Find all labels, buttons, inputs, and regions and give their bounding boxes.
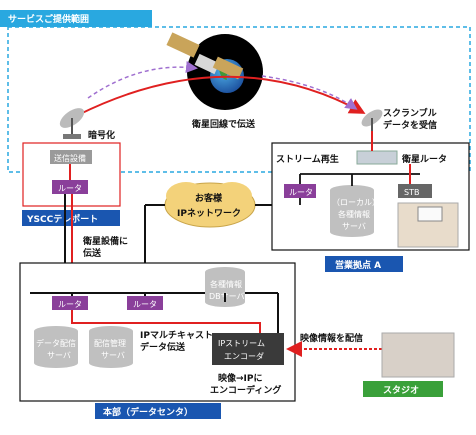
service-area-boundary <box>7 26 471 173</box>
encrypt-label: 暗号化 <box>88 129 115 141</box>
service-area-title: サービスご提供範囲 <box>8 13 89 25</box>
local-server-line3: サーバ <box>342 222 366 231</box>
encoder-box <box>212 333 284 365</box>
teleport-router <box>52 180 88 194</box>
studio-label-bg <box>363 381 443 397</box>
link-label-line2: 伝送 <box>83 247 102 259</box>
encode-note-line1: 映像→IPに <box>218 372 263 384</box>
multicast-line1: IPマルチキャスト <box>140 330 213 341</box>
mgmt-line2: サーバ <box>101 351 125 360</box>
hq-router-left-label: ルータ <box>58 300 82 309</box>
teleport-router-label: ルータ <box>58 184 82 193</box>
transmit-equipment <box>50 150 92 164</box>
encoder-line1: IPストリーム <box>218 339 265 348</box>
sat-router-label: 衛星ルータ <box>401 153 447 165</box>
hq-red-multicast <box>71 310 261 333</box>
office-router <box>284 184 316 198</box>
studio-label: スタジオ <box>383 384 419 396</box>
local-server-icon <box>330 185 374 237</box>
satellite-dash-left <box>87 61 198 99</box>
satellite-red-uplink <box>77 75 366 116</box>
office-label: 営業拠点 A <box>335 259 381 271</box>
multicast-line2: データ伝送 <box>140 341 186 353</box>
mgmt-line1: 配信管理 <box>94 338 126 348</box>
office-dish-icon <box>361 109 383 131</box>
delivery-line2: サーバ <box>47 351 71 360</box>
studio-photo <box>381 332 455 378</box>
hq-router-right <box>127 296 163 310</box>
info-db-line2: DBサーバ <box>209 292 245 301</box>
local-server-line1: （ローカル） <box>332 198 380 207</box>
service-area-title-bg <box>0 10 152 27</box>
stb-label: STB <box>404 188 419 197</box>
transmit-label: 送信設備 <box>54 153 86 163</box>
mgmt-server-icon <box>89 326 133 368</box>
local-server-line2: 各種情報 <box>338 209 370 219</box>
teleport-label: YSCCテレポート <box>26 213 98 225</box>
studio-send-label: 映像情報を配信 <box>300 332 363 344</box>
hq-label: 本部（データセンタ） <box>103 406 193 418</box>
encode-note-line2: エンコーディング <box>210 384 281 396</box>
stb-device <box>398 184 432 198</box>
stream-player-label: ストリーム再生 <box>276 153 339 165</box>
office-screen <box>417 206 443 222</box>
link-label-line1: 衛星設備に <box>82 235 128 247</box>
office-router-label: ルータ <box>289 188 313 197</box>
info-db-server-icon <box>205 267 245 307</box>
office-label-bg <box>325 256 403 272</box>
hq-label-bg <box>95 403 221 419</box>
sat-router-device <box>356 150 398 165</box>
scramble-line1: スクランブル <box>383 107 437 119</box>
teleport-dish-icon <box>59 108 85 139</box>
cloud-line2: IPネットワーク <box>177 208 241 219</box>
hq-router-right-label: ルータ <box>133 300 157 309</box>
cloud-line1: お客様 <box>195 192 223 204</box>
scramble-line2: データを受信 <box>383 119 437 131</box>
satellite-caption: 衛星回線で伝送 <box>191 118 256 130</box>
satellite-icon <box>166 32 244 80</box>
hq-router-left <box>52 296 88 310</box>
delivery-server-icon <box>34 326 78 368</box>
delivery-line1: データ配信 <box>36 338 76 348</box>
encoder-line2: エンコーダ <box>224 351 264 361</box>
ip-network-cloud <box>164 182 256 228</box>
info-db-line1: 各種情報 <box>210 279 242 289</box>
